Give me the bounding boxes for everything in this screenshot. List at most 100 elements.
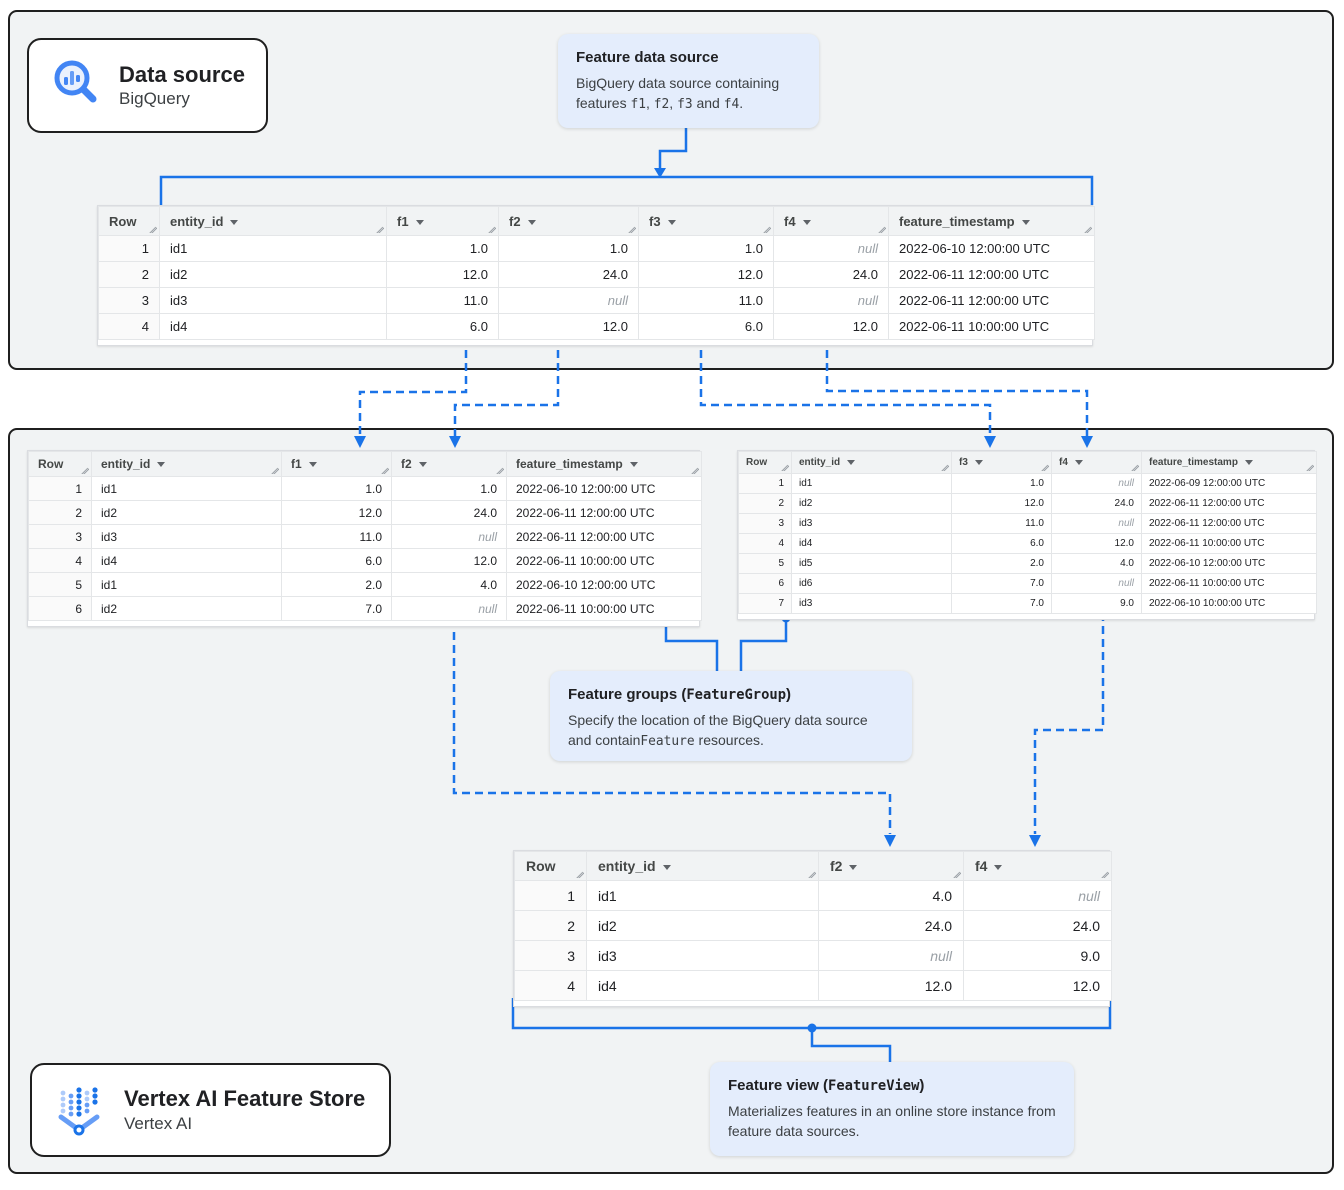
cell-feature_timestamp: 2022-06-11 10:00:00 UTC	[1141, 573, 1317, 594]
data-source-card: Data source BigQuery	[27, 38, 268, 133]
cell-feature_timestamp: 2022-06-11 12:00:00 UTC	[506, 524, 702, 549]
cell-entity_id: id6	[791, 573, 952, 594]
cell-feature_timestamp: 2022-06-11 12:00:00 UTC	[1141, 493, 1317, 514]
code-text: f2	[653, 97, 670, 113]
cell-feature_timestamp: 2022-06-09 12:00:00 UTC	[1141, 473, 1317, 494]
column-label: entity_id	[101, 457, 151, 471]
cell-entity_id: id4	[791, 533, 952, 554]
column-header-entity_id: entity_id	[586, 851, 819, 881]
cell-f4: 12.0	[1051, 533, 1142, 554]
cell-Row: 3	[738, 513, 792, 534]
plain-text: )	[786, 686, 792, 703]
cell-entity_id: id1	[791, 473, 952, 494]
card-subtitle: Vertex AI	[124, 1113, 193, 1133]
cell-f3: 11.0	[638, 287, 774, 314]
cell-f4: 24.0	[963, 910, 1112, 941]
sort-dropdown-icon	[418, 462, 427, 468]
column-resize-handle-icon	[574, 868, 584, 878]
column-header-Row: Row	[28, 451, 92, 477]
cell-f1: 6.0	[281, 548, 392, 573]
cell-f4: 24.0	[1051, 493, 1142, 514]
cell-Row: 7	[738, 593, 792, 614]
null-value: null	[478, 601, 497, 616]
cell-f4: 12.0	[963, 970, 1112, 1001]
cell-Row: 2	[28, 500, 92, 525]
cell-Row: 6	[738, 573, 792, 594]
cell-entity_id: id3	[586, 940, 819, 971]
column-resize-handle-icon	[79, 464, 89, 474]
column-resize-handle-icon	[779, 461, 789, 471]
column-header-feature_timestamp: feature_timestamp	[506, 451, 702, 477]
column-label: f3	[649, 213, 661, 229]
null-value: null	[1078, 887, 1100, 904]
sort-dropdown-icon	[667, 219, 676, 225]
cell-f2: null	[498, 287, 639, 314]
null-value: null	[857, 293, 878, 308]
cell-feature_timestamp: 2022-06-11 12:00:00 UTC	[888, 287, 1095, 314]
cell-Row: 2	[738, 493, 792, 514]
cell-f3: 6.0	[951, 533, 1052, 554]
column-label: entity_id	[598, 858, 656, 874]
callout-body: Specify the location of the BigQuery dat…	[568, 710, 894, 752]
cell-feature_timestamp: 2022-06-11 10:00:00 UTC	[506, 548, 702, 573]
sort-dropdown-icon	[974, 459, 983, 465]
column-label: f4	[1059, 457, 1068, 468]
cell-f3: 7.0	[951, 573, 1052, 594]
cell-entity_id: id2	[586, 910, 819, 941]
plain-text: ,	[646, 95, 654, 112]
null-value: null	[930, 947, 952, 964]
cell-f1: 11.0	[281, 524, 392, 549]
card-title: Vertex AI Feature Store	[124, 1086, 366, 1112]
column-label: feature_timestamp	[516, 457, 623, 471]
cell-entity_id: id2	[159, 261, 387, 288]
cell-f1: 7.0	[281, 596, 392, 621]
cell-f2: null	[818, 940, 964, 971]
column-label: feature_timestamp	[899, 213, 1015, 229]
column-label: Row	[38, 457, 64, 471]
cell-feature_timestamp: 2022-06-11 10:00:00 UTC	[506, 596, 702, 621]
cell-feature_timestamp: 2022-06-11 10:00:00 UTC	[888, 313, 1095, 340]
plain-text: Feature data source	[576, 49, 719, 66]
column-label: f3	[959, 457, 968, 468]
column-resize-handle-icon	[486, 223, 496, 233]
cell-feature_timestamp: 2022-06-10 12:00:00 UTC	[888, 235, 1095, 262]
plain-text: )	[919, 1077, 925, 1094]
null-value: null	[1118, 478, 1134, 489]
plain-text: Feature groups (	[568, 686, 687, 703]
column-label: Row	[109, 213, 137, 229]
column-label: feature_timestamp	[1149, 457, 1238, 468]
code-text: f4	[723, 97, 740, 113]
column-resize-handle-icon	[806, 868, 816, 878]
sort-dropdown-icon	[629, 462, 638, 468]
cell-f2: 12.0	[391, 548, 507, 573]
cell-f2: null	[391, 524, 507, 549]
code-text: FeatureView	[828, 1078, 920, 1094]
plain-text: Materializes features in an online store…	[728, 1103, 1056, 1140]
column-resize-handle-icon	[626, 223, 636, 233]
feature-store-card: Vertex AI Feature Store Vertex AI	[30, 1063, 391, 1157]
cell-entity_id: id5	[791, 553, 952, 574]
callout-title: Feature view (FeatureView)	[728, 1077, 1056, 1094]
sort-dropdown-icon	[847, 459, 856, 465]
cell-f4: 9.0	[1051, 593, 1142, 614]
callout-title: Feature data source	[576, 49, 801, 66]
cell-f2: 4.0	[391, 572, 507, 597]
column-header-f1: f1	[281, 451, 392, 477]
column-resize-handle-icon	[1304, 461, 1314, 471]
column-resize-handle-icon	[689, 464, 699, 474]
cell-entity_id: id3	[91, 524, 282, 549]
sort-dropdown-icon	[662, 864, 671, 870]
cell-f2: 24.0	[391, 500, 507, 525]
